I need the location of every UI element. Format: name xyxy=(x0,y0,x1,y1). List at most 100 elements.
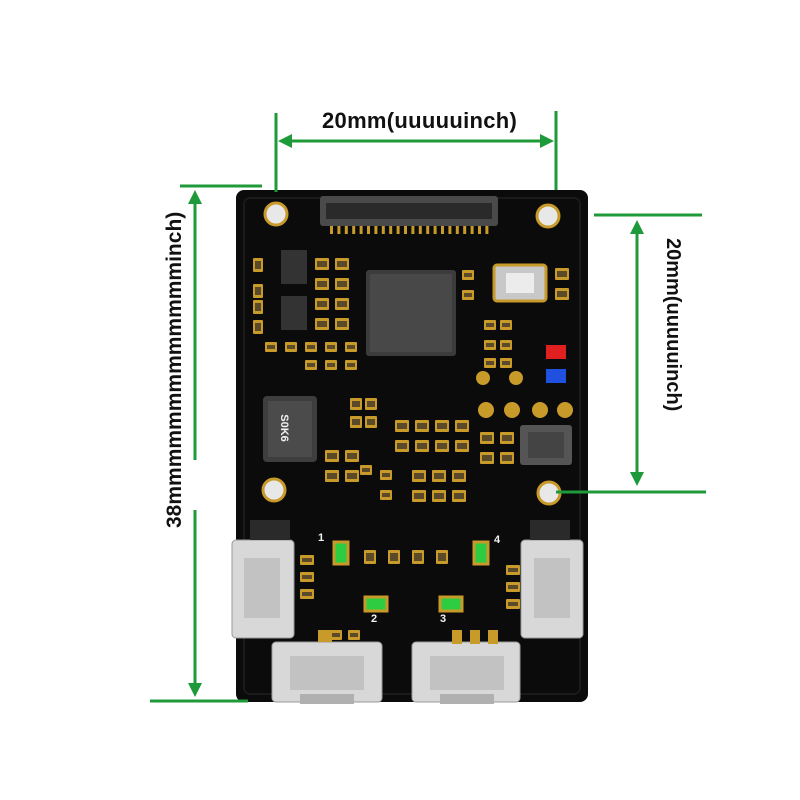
smd-component-body xyxy=(382,493,390,497)
smd-component-body xyxy=(302,558,312,562)
smd-component-body xyxy=(267,345,275,349)
smd-component-body xyxy=(367,419,375,425)
height-dimension-label-left: 38mmmmmmmmmmmmminch) xyxy=(163,211,186,528)
smd-component-body xyxy=(457,423,467,429)
fpc-pin xyxy=(426,226,430,234)
smd-component-body xyxy=(347,473,357,479)
fpc-pin xyxy=(381,226,385,234)
status-leds xyxy=(546,345,566,383)
smd-component-body xyxy=(464,293,472,297)
right-connector xyxy=(520,520,584,639)
fpc-pin xyxy=(455,226,459,234)
smd-component-body xyxy=(414,473,424,479)
fpc-pin xyxy=(470,226,474,234)
fpc-connector xyxy=(320,196,498,234)
smd-component-body xyxy=(327,345,335,349)
smd-component-body xyxy=(307,363,315,367)
smd-component-body xyxy=(367,401,375,407)
fpc-pin xyxy=(485,226,489,234)
fpc-pin xyxy=(359,226,363,234)
smd-component-body xyxy=(337,281,347,287)
fpc-pin xyxy=(374,226,378,234)
smd-component-body xyxy=(454,473,464,479)
smd-component-body xyxy=(382,473,390,477)
power-inductor xyxy=(263,396,317,462)
smd-component-body xyxy=(434,493,444,499)
smd-component-body xyxy=(332,633,340,637)
smd-component-body xyxy=(502,455,512,461)
smd-component-body xyxy=(347,453,357,459)
smd-component-body xyxy=(434,473,444,479)
smd-component-body xyxy=(255,303,261,311)
smd-component-body xyxy=(486,343,494,347)
smd-component-body xyxy=(502,343,510,347)
passive-components xyxy=(253,258,569,640)
smd-component-body xyxy=(464,273,472,277)
fpc-pin xyxy=(441,226,444,234)
smd-component-body xyxy=(317,301,327,307)
smd-component-body xyxy=(457,443,467,449)
smd-component-body xyxy=(482,435,492,441)
bottom-connector-right xyxy=(411,641,521,704)
led-label-2: 2 xyxy=(371,613,378,625)
fpc-pin xyxy=(337,226,341,234)
smd-component-body xyxy=(557,291,567,297)
smd-component-body xyxy=(255,323,261,331)
smd-component-body xyxy=(438,553,446,561)
smd-component-body xyxy=(508,602,518,606)
indicator-leds xyxy=(332,540,490,613)
fpc-pin xyxy=(367,226,370,234)
smd-component-body xyxy=(337,301,347,307)
test-pads xyxy=(476,371,573,418)
smd-component-body xyxy=(255,261,261,269)
smd-component-body xyxy=(417,423,427,429)
smd-component-body xyxy=(327,473,337,479)
smd-component-body xyxy=(366,553,374,561)
chip-marking: S0K6 xyxy=(277,414,290,442)
fpc-pin xyxy=(352,226,356,234)
main-chip xyxy=(366,270,456,356)
smd-component-body xyxy=(486,323,494,327)
dimension-lines xyxy=(150,111,706,703)
smd-component-body xyxy=(317,281,327,287)
smd-component-body xyxy=(352,401,360,407)
bottom-header-pins xyxy=(318,630,498,644)
smd-component-body xyxy=(508,568,518,572)
smd-component-body xyxy=(397,423,407,429)
fpc-pin xyxy=(463,226,467,234)
smd-component-body xyxy=(397,443,407,449)
bottom-connector-left xyxy=(271,641,383,704)
smd-component-body xyxy=(390,553,398,561)
smd-component-body xyxy=(327,453,337,459)
fpc-pin xyxy=(396,226,400,234)
smd-component-body xyxy=(347,345,355,349)
smd-component-body xyxy=(337,321,347,327)
led-label-4: 4 xyxy=(494,534,501,546)
mounting-holes xyxy=(261,201,562,506)
fpc-pin xyxy=(404,226,407,234)
smd-component-body xyxy=(352,419,360,425)
fpc-pin xyxy=(344,226,348,234)
smd-component-body xyxy=(502,323,510,327)
fpc-pin xyxy=(433,226,437,234)
smd-component-body xyxy=(437,423,447,429)
smd-component-body xyxy=(508,585,518,589)
fpc-pin xyxy=(448,226,452,234)
smd-component-body xyxy=(287,345,295,349)
smd-component-body xyxy=(317,261,327,267)
smd-component-body xyxy=(317,321,327,327)
smd-component-body xyxy=(302,592,312,596)
smd-component-body xyxy=(486,361,494,365)
smd-component-body xyxy=(350,633,358,637)
smd-component-body xyxy=(557,271,567,277)
fpc-pin xyxy=(418,226,422,234)
smd-component-body xyxy=(417,443,427,449)
smd-component-body xyxy=(347,363,355,367)
fpc-pin xyxy=(478,226,481,234)
smd-component-body xyxy=(502,435,512,441)
fpc-pin xyxy=(411,226,415,234)
smd-component-body xyxy=(502,361,510,365)
led-label-3: 3 xyxy=(440,613,447,625)
